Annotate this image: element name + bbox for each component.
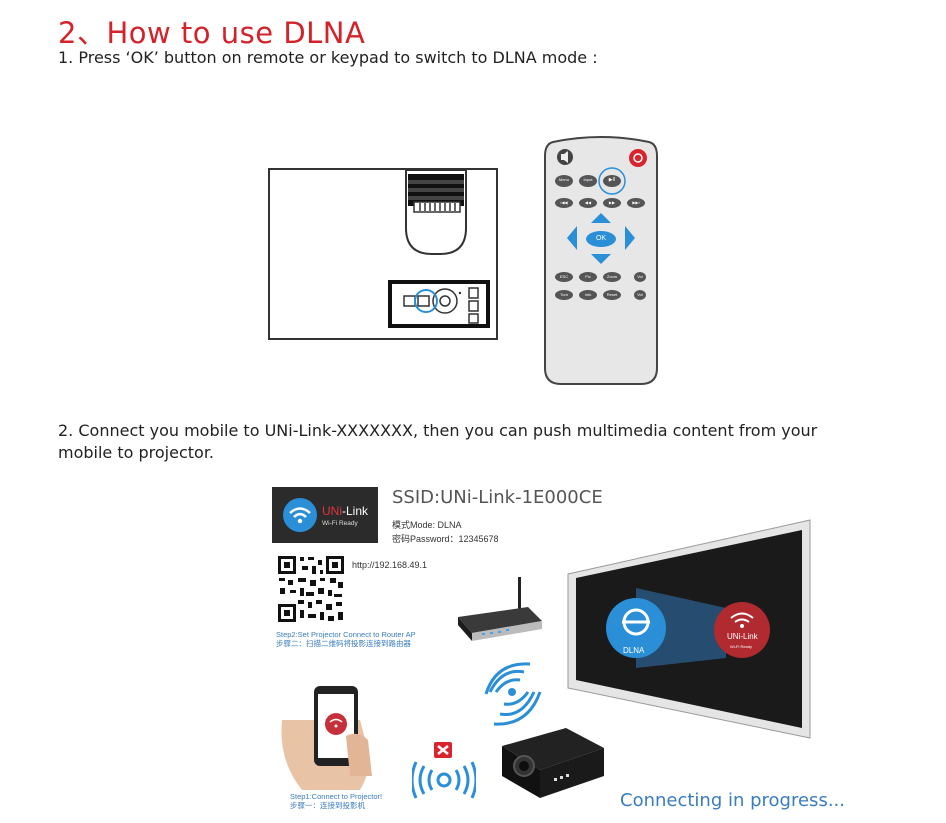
step1-caption: Step1:Connect to Projector! 步骤一：连接到投影机 [290, 792, 382, 810]
remote-menu-button: Menu [558, 177, 569, 182]
remote-reset-button: Reset [606, 292, 618, 297]
phone-in-hand-image [276, 680, 396, 792]
screen-unilink-uni: UNi [727, 632, 741, 641]
qr-code [276, 554, 346, 624]
remote-prev-button: I◀◀ [560, 200, 568, 205]
remote-vol-up-button: Vol [637, 274, 643, 279]
step2-caption: Step2:Set Projector Connect to Router AP… [276, 630, 416, 648]
step1-text: 1. Press ‘OK’ button on remote or keypad… [58, 48, 598, 67]
step2-line1: 2. Connect you mobile to UNi-Link-XXXXXX… [58, 421, 818, 440]
remote-rewind-button: ◀◀ [584, 200, 592, 205]
remote-esc-button: ESC [559, 274, 569, 279]
remote-input-button: Input [583, 177, 593, 182]
screen-unilink-link: -Link [740, 632, 758, 641]
remote-forward-button: ▶▶ [608, 200, 616, 205]
step1-caption-cn: 步骤一：连接到投影机 [290, 801, 365, 810]
remote-vol-down-button: Vol [637, 292, 643, 297]
step1-caption-en: Step1:Connect to Projector! [290, 792, 383, 801]
step2-caption-cn: 步骤二：扫描二维码将投影连接到路由器 [276, 639, 411, 648]
remote-play-pause-button: ▶II [608, 177, 616, 183]
screen-dlna-label: DLNA [623, 646, 645, 655]
password-label: 密码Password：12345678 [392, 534, 499, 544]
connection-signal-icon [410, 740, 478, 800]
connecting-status: Connecting in progress... [620, 790, 845, 811]
unilink-brand-link: -Link [342, 504, 369, 518]
remote-control: Menu Input ▶II I◀◀ ◀◀ ▶▶ ▶▶I OK ESC Pic … [543, 136, 659, 386]
unilink-brand-uni: UNi [322, 504, 342, 518]
remote-next-button: ▶▶I [632, 200, 640, 205]
remote-pic-button: Pic [585, 274, 591, 279]
remote-zoom-button: Zoom [606, 274, 618, 279]
ssid-label: SSID:UNi-Link-1E000CE [392, 487, 603, 508]
url-label: http://192.168.49.1 [352, 560, 428, 570]
projector-top-view [268, 168, 498, 340]
router-image [452, 575, 544, 647]
unilink-tag: Wi-Fi Ready [322, 520, 358, 527]
unilink-card: UNi-Link Wi-Fi Ready [272, 487, 378, 543]
step2-text: 2. Connect you mobile to UNi-Link-XXXXXX… [58, 420, 918, 464]
remote-info-button: Info [584, 292, 592, 297]
remote-turn-button: Turn [559, 292, 569, 297]
remote-ok-button: OK [595, 235, 607, 242]
screen-unilink-tag: Wi-Fi Ready [730, 644, 753, 649]
step2-line2: mobile to projector. [58, 443, 215, 462]
mode-label: 模式Mode: DLNA [392, 520, 462, 530]
step2-caption-en: Step2:Set Projector Connect to Router AP [276, 630, 416, 639]
projection-screen: DLNA UNi-Link Wi-Fi Ready [566, 518, 814, 740]
projector-image [496, 720, 608, 800]
wifi-icon [283, 498, 317, 532]
page-title: 2、How to use DLNA [58, 16, 366, 50]
wireless-signal-icon [484, 662, 544, 726]
